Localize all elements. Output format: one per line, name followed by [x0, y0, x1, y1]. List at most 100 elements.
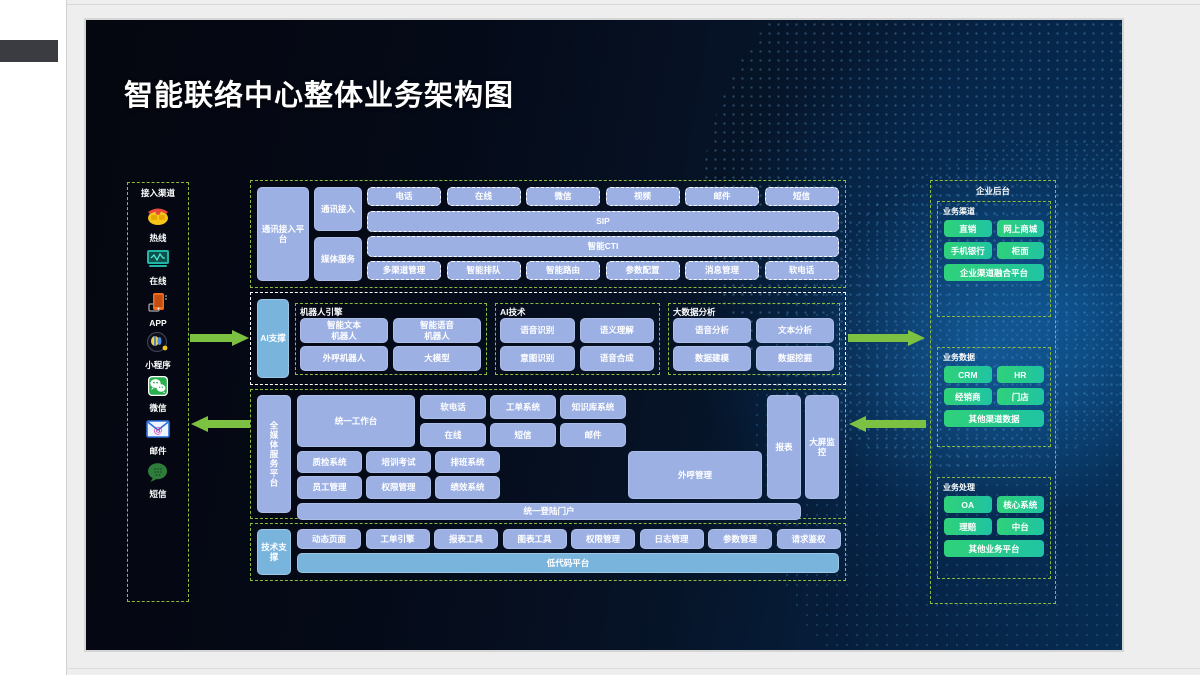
omni-row4-item-0[interactable]: 员工管理: [297, 476, 362, 499]
sip-box[interactable]: SIP: [367, 211, 839, 232]
cti-box[interactable]: 智能CTI: [367, 236, 839, 257]
omni-row1-item-1[interactable]: 工单系统: [490, 395, 556, 419]
omni-row1-item-2[interactable]: 知识库系统: [560, 395, 626, 419]
enterprise-item-0-1-1[interactable]: 柜面: [996, 242, 1044, 259]
arrow-left-from-omni: [191, 416, 250, 432]
tech-item-3[interactable]: 图表工具: [502, 529, 567, 549]
enterprise-full-item-1[interactable]: 其他渠道数据: [944, 410, 1044, 427]
channel-item-3[interactable]: 小程序: [128, 330, 188, 371]
ai-item-0-1[interactable]: 智能语音机器人: [393, 318, 481, 343]
channel-item-5[interactable]: @邮件: [128, 416, 188, 457]
channel-label: 在线: [149, 276, 167, 286]
channel-label: 短信: [149, 489, 167, 499]
access-channels-header: 接入渠道: [140, 188, 175, 198]
enterprise-item-1-1-0[interactable]: 经销商: [944, 388, 992, 405]
tech-item-2[interactable]: 报表工具: [434, 529, 498, 549]
report-box[interactable]: 报表: [767, 395, 801, 499]
channel-label: 小程序: [145, 360, 171, 370]
comm-media-item-5[interactable]: 软电话: [764, 261, 839, 280]
tech-item-1[interactable]: 工单引擎: [365, 529, 430, 549]
unified-workbench-box[interactable]: 统一工作台: [297, 395, 415, 447]
ai-group-title-1: AI技术: [500, 307, 526, 317]
ai-item-1-2[interactable]: 意图识别: [500, 346, 575, 371]
tech-item-7[interactable]: 请求鉴权: [776, 529, 841, 549]
ai-item-2-1[interactable]: 文本分析: [756, 318, 834, 343]
ai-item-2-3[interactable]: 数据挖掘: [756, 346, 834, 371]
channel-label: 邮件: [149, 446, 167, 456]
channel-item-1[interactable]: 在线: [128, 246, 188, 287]
monitor-icon: [128, 246, 188, 272]
enterprise-full-item-2[interactable]: 其他业务平台: [944, 540, 1044, 557]
channel-item-2[interactable]: APP: [128, 289, 188, 328]
bigscreen-monitor-box[interactable]: 大屏监控: [805, 395, 839, 499]
comm-access-channel-3[interactable]: 视频: [605, 187, 680, 206]
enterprise-item-2-1-1[interactable]: 中台: [996, 518, 1044, 535]
channel-item-6[interactable]: 短信: [128, 459, 188, 500]
tech-item-0[interactable]: 动态页面: [297, 529, 361, 549]
sms-icon: [128, 459, 188, 485]
ai-item-0-3[interactable]: 大模型: [393, 346, 481, 371]
enterprise-item-1-1-1[interactable]: 门店: [996, 388, 1044, 405]
channel-item-4[interactable]: 微信: [128, 373, 188, 414]
ai-item-1-0[interactable]: 语音识别: [500, 318, 575, 343]
enterprise-row-2-1: 理赔中台: [944, 518, 1044, 535]
unified-portal-box[interactable]: 统一登陆门户: [297, 503, 801, 520]
comm-media-item-3[interactable]: 参数配置: [605, 261, 680, 280]
ai-item-1-1[interactable]: 语义理解: [579, 318, 654, 343]
ai-item-0-2[interactable]: 外呼机器人: [300, 346, 388, 371]
comm-media-item-1[interactable]: 智能排队: [446, 261, 521, 280]
channel-item-0[interactable]: 热线: [128, 203, 188, 244]
enterprise-item-2-0-0[interactable]: OA: [944, 496, 992, 513]
channel-label: 热线: [149, 233, 167, 243]
omni-row1-item-0[interactable]: 软电话: [420, 395, 486, 419]
enterprise-item-0-1-0[interactable]: 手机银行: [944, 242, 992, 259]
tech-item-4[interactable]: 权限管理: [571, 529, 635, 549]
ai-group-title-0: 机器人引擎: [300, 307, 343, 317]
comm-access-channel-0[interactable]: 电话: [367, 187, 441, 206]
center-architecture: 通讯接入平台 通讯接入 媒体服务 电话在线微信视频邮件短信 SIP 智能CTI …: [250, 180, 846, 602]
outbound-management-box[interactable]: 外呼管理: [628, 451, 762, 499]
omni-row2-item-1[interactable]: 短信: [490, 423, 556, 447]
comm-media-item-0[interactable]: 多渠道管理: [367, 261, 441, 280]
tech-item-5[interactable]: 日志管理: [639, 529, 704, 549]
comm-access-channel-2[interactable]: 微信: [526, 187, 600, 206]
enterprise-item-1-0-0[interactable]: CRM: [944, 366, 992, 383]
enterprise-item-0-0-0[interactable]: 直销: [944, 220, 992, 237]
ai-item-2-2[interactable]: 数据建模: [673, 346, 751, 371]
omni-row2-item-2[interactable]: 邮件: [560, 423, 626, 447]
enterprise-item-2-1-0[interactable]: 理赔: [944, 518, 992, 535]
lowcode-platform-box[interactable]: 低代码平台: [297, 553, 839, 573]
omni-row2-item-0[interactable]: 在线: [420, 423, 486, 447]
enterprise-item-2-0-1[interactable]: 核心系统: [996, 496, 1044, 513]
comm-platform-side-label: 通讯接入平台: [257, 187, 309, 281]
arrow-right-to-ai: [190, 330, 249, 346]
tech-item-6[interactable]: 参数管理: [708, 529, 772, 549]
enterprise-row-0-1: 手机银行柜面: [944, 242, 1044, 259]
omni-row3-item-2[interactable]: 排班系统: [435, 451, 500, 473]
ai-item-0-0[interactable]: 智能文本机器人: [300, 318, 388, 343]
comm-media-label: 媒体服务: [314, 237, 362, 281]
channel-label: 微信: [149, 403, 167, 413]
comm-media-item-4[interactable]: 消息管理: [685, 261, 759, 280]
comm-access-channel-5[interactable]: 短信: [764, 187, 839, 206]
omni-row4-item-2[interactable]: 绩效系统: [435, 476, 500, 499]
miniprogram-icon: [128, 330, 188, 356]
enterprise-full-item-0[interactable]: 企业渠道融合平台: [944, 264, 1044, 281]
comm-media-item-2[interactable]: 智能路由: [526, 261, 600, 280]
comm-access-channel-1[interactable]: 在线: [446, 187, 521, 206]
enterprise-item-1-0-1[interactable]: HR: [996, 366, 1044, 383]
ai-item-1-3[interactable]: 语音合成: [579, 346, 654, 371]
enterprise-row-0-0: 直销网上商城: [944, 220, 1044, 237]
window-dark-tab[interactable]: [0, 40, 58, 62]
mobile-app-icon: [128, 289, 188, 315]
comm-access-channel-4[interactable]: 邮件: [685, 187, 759, 206]
enterprise-item-0-0-1[interactable]: 网上商城: [996, 220, 1044, 237]
channel-label: APP: [149, 318, 167, 328]
ai-item-2-0[interactable]: 语音分析: [673, 318, 751, 343]
omni-row3-item-1[interactable]: 培训考试: [366, 451, 431, 473]
omni-row3-item-0[interactable]: 质检系统: [297, 451, 362, 473]
arrow-left-from-enterprise: [849, 416, 926, 432]
omni-row4-item-1[interactable]: 权限管理: [366, 476, 431, 499]
